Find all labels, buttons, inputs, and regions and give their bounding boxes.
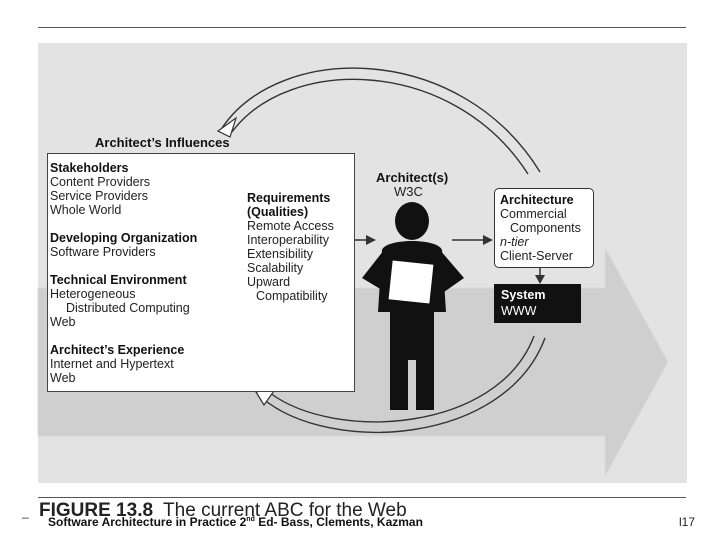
influences-title: Architect’s Influences bbox=[95, 135, 230, 150]
requirements-heading: Requirements bbox=[247, 191, 331, 205]
stakeholders-heading: Stakeholders bbox=[50, 161, 129, 175]
architect-name: W3C bbox=[394, 184, 423, 199]
architect-heading: Architect(s) bbox=[376, 170, 449, 185]
top-feedback-arc-outer bbox=[221, 67, 541, 173]
system-box bbox=[494, 284, 581, 323]
requirement-item: Scalability bbox=[247, 261, 304, 275]
architect-exp-item: Internet and Hypertext bbox=[50, 357, 174, 371]
technical-env-heading: Technical Environment bbox=[50, 273, 187, 287]
technical-env-item: Heterogeneous bbox=[50, 287, 136, 301]
bottom-feedback-arc-outer bbox=[261, 337, 546, 434]
architect-exp-heading: Architect’s Experience bbox=[50, 343, 185, 357]
qualities-heading: (Qualities) bbox=[247, 205, 309, 219]
requirement-item: Extensibility bbox=[247, 247, 313, 261]
stakeholder-item: Whole World bbox=[50, 203, 122, 217]
stakeholder-item: Service Providers bbox=[50, 189, 148, 203]
architect-figure-icon bbox=[362, 202, 464, 410]
developing-org-item: Software Providers bbox=[50, 245, 156, 259]
influences-box bbox=[47, 153, 355, 392]
architecture-heading: Architecture bbox=[500, 193, 574, 207]
developing-org-heading: Developing Organization bbox=[50, 231, 198, 245]
architect-to-architecture-arrowhead bbox=[483, 235, 493, 245]
architect-exp-item: Web bbox=[50, 371, 76, 385]
stakeholder-item: Content Providers bbox=[50, 175, 151, 189]
footer-citation-sup: nd bbox=[246, 516, 255, 523]
requirement-item: Compatibility bbox=[256, 289, 328, 303]
requirement-item: Remote Access bbox=[247, 219, 334, 233]
bottom-rule bbox=[38, 497, 686, 498]
figure-caption: FIGURE 13.8 The current ABC for the Web bbox=[39, 500, 407, 522]
system-heading: System bbox=[501, 288, 546, 302]
architecture-item: Client-Server bbox=[500, 249, 573, 263]
bottom-feedback-arc-inner bbox=[269, 335, 535, 423]
footer-citation-title: Software Architecture in Practice 2 bbox=[48, 515, 247, 529]
footer-citation: Software Architecture in Practice 2nd Ed… bbox=[48, 515, 423, 529]
top-rule bbox=[38, 27, 686, 28]
technical-env-item: Web bbox=[50, 315, 76, 329]
architecture-box bbox=[494, 188, 594, 268]
requirement-item: Interoperability bbox=[247, 233, 329, 247]
footer-citation-authors: Ed- Bass, Clements, Kazman bbox=[254, 515, 423, 529]
top-feedback-arc-inner bbox=[231, 78, 529, 175]
system-name: WWW bbox=[501, 304, 537, 318]
architecture-item: Commercial bbox=[500, 207, 567, 221]
architecture-item: Components bbox=[510, 221, 581, 235]
footer-dash: – bbox=[22, 510, 29, 524]
architecture-to-system-arrowhead bbox=[535, 275, 545, 284]
technical-env-item: Distributed Computing bbox=[66, 301, 190, 315]
requirement-item: Upward bbox=[247, 275, 291, 289]
architecture-item: n-tier bbox=[500, 235, 529, 249]
figure-caption-text: The current ABC for the Web bbox=[163, 500, 407, 521]
top-arc-arrowhead bbox=[216, 116, 238, 138]
figure-label: FIGURE 13.8 bbox=[39, 500, 154, 521]
page-number: l17 bbox=[679, 515, 696, 529]
req-to-architect-arrowhead bbox=[366, 235, 376, 245]
